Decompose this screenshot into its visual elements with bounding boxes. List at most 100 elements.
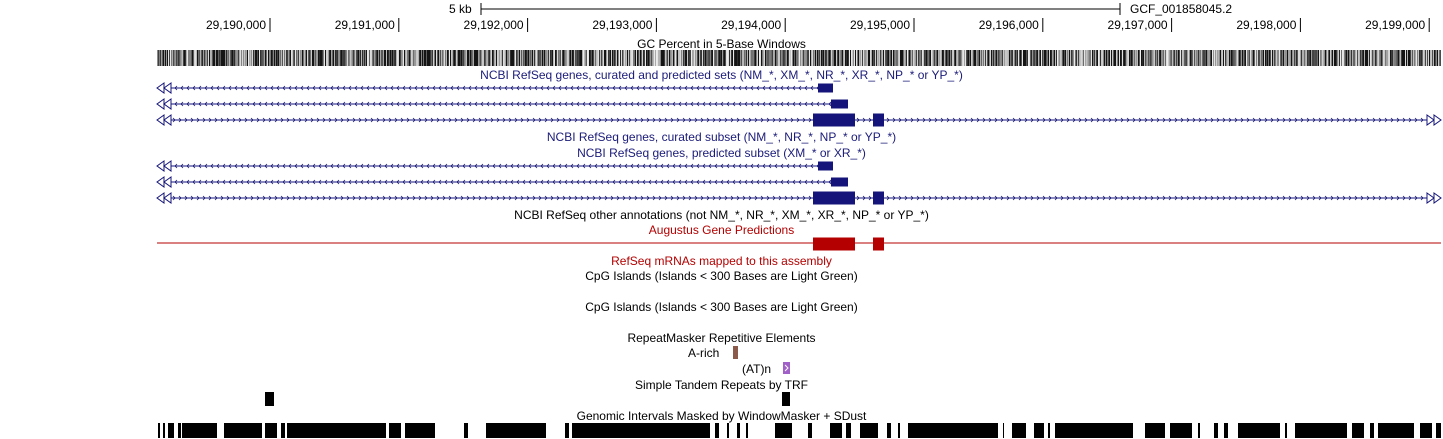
scale-label: 5 kb bbox=[449, 2, 472, 16]
gc-density-bar bbox=[1180, 50, 1181, 66]
track-title-repeatmasker[interactable]: RepeatMasker Repetitive Elements bbox=[627, 331, 816, 345]
track-title-augustus[interactable]: Augustus Gene Predictions bbox=[648, 223, 795, 237]
refseq-all-tx1-strand-chevron bbox=[534, 85, 538, 91]
gc-density-bar bbox=[924, 50, 925, 66]
refseq-all-tx1-strand-chevron bbox=[252, 85, 256, 91]
gc-density-bar bbox=[568, 50, 569, 66]
gc-density-bar bbox=[631, 50, 632, 66]
refseq-all-tx3-strand-chevron bbox=[520, 117, 524, 123]
gc-density-bar bbox=[266, 50, 267, 66]
refseq-pred-tx3-strand-chevron bbox=[226, 195, 230, 201]
refseq-pred-tx2-strand-chevron bbox=[546, 179, 550, 185]
gc-density-bar bbox=[1150, 50, 1151, 66]
windowmasker-block bbox=[908, 423, 998, 438]
gc-density-bar bbox=[1327, 50, 1328, 66]
refseq-pred-tx3-strand-chevron bbox=[898, 195, 902, 201]
gc-density-bar bbox=[1371, 50, 1372, 66]
gc-density-bar bbox=[505, 50, 506, 66]
refseq-pred-tx1-strand-chevron bbox=[654, 163, 658, 169]
windowmasker-block bbox=[1198, 423, 1200, 438]
gc-density-bar bbox=[1439, 50, 1440, 66]
refseq-all-tx3-strand-chevron bbox=[610, 117, 614, 123]
refseq-pred-tx1-strand-chevron bbox=[810, 163, 814, 169]
gc-density-bar bbox=[823, 50, 824, 66]
refseq-pred-tx3-strand-chevron bbox=[352, 195, 356, 201]
track-title-cpg-2[interactable]: CpG Islands (Islands < 300 Bases are Lig… bbox=[585, 300, 858, 314]
refseq-pred-tx1-strand-chevron bbox=[558, 163, 562, 169]
refseq-all-tx3-strand-chevron bbox=[1042, 117, 1046, 123]
gc-density-bar bbox=[438, 50, 439, 66]
gc-density-bar bbox=[324, 50, 325, 66]
track-title-gc-percent[interactable]: GC Percent in 5-Base Windows bbox=[637, 37, 806, 51]
rmsk-atn-block bbox=[783, 362, 790, 374]
refseq-all-tx2-strand-chevron bbox=[324, 101, 328, 107]
refseq-all-tx3-strand-chevron bbox=[1096, 117, 1100, 123]
gc-density-bar bbox=[1109, 50, 1110, 66]
gc-density-bar bbox=[738, 50, 739, 66]
gc-density-bar bbox=[1360, 50, 1361, 66]
gc-density-bar bbox=[543, 50, 544, 66]
refseq-all-tx1-strand-chevron bbox=[384, 85, 388, 91]
gc-density-bar bbox=[307, 50, 308, 66]
refseq-all-tx3-strand-chevron bbox=[760, 117, 764, 123]
track-title-refseq-curated[interactable]: NCBI RefSeq genes, curated subset (NM_*,… bbox=[546, 130, 897, 144]
gc-density-bar bbox=[581, 50, 582, 66]
gc-density-bar bbox=[859, 50, 860, 66]
refseq-pred-tx1-strand-chevron bbox=[690, 163, 694, 169]
refseq-all-tx2-strand-chevron bbox=[264, 101, 268, 107]
refseq-pred-tx1-strand-chevron bbox=[504, 163, 508, 169]
refseq-all-tx3-strand-chevron bbox=[436, 117, 440, 123]
refseq-all-tx2-strand-chevron bbox=[240, 101, 244, 107]
gc-density-bar bbox=[827, 50, 828, 66]
track-title-refseq-all[interactable]: NCBI RefSeq genes, curated and predicted… bbox=[480, 68, 963, 82]
refseq-all-tx3-strand-chevron bbox=[484, 117, 488, 123]
gc-density-bar bbox=[993, 50, 994, 66]
gc-density-bar bbox=[304, 50, 305, 66]
track-title-refseq-predicted[interactable]: NCBI RefSeq genes, predicted subset (XM_… bbox=[577, 146, 866, 160]
refseq-pred-tx1-strand-chevron bbox=[798, 163, 802, 169]
track-title-trf[interactable]: Simple Tandem Repeats by TRF bbox=[635, 378, 808, 392]
gc-density-bar bbox=[561, 50, 562, 66]
gc-density-bar bbox=[1289, 50, 1290, 66]
track-title-cpg-1[interactable]: CpG Islands (Islands < 300 Bases are Lig… bbox=[585, 269, 858, 283]
refseq-pred-tx3-strand-chevron bbox=[208, 195, 212, 201]
refseq-all-tx2-strand-chevron bbox=[546, 101, 550, 107]
track-title-refseq-mrna[interactable]: RefSeq mRNAs mapped to this assembly bbox=[611, 254, 832, 268]
gc-density-bar bbox=[1330, 50, 1331, 66]
gc-density-bar bbox=[498, 50, 499, 66]
gc-density-bar bbox=[1190, 50, 1191, 66]
refseq-pred-tx3-strand-chevron bbox=[334, 195, 338, 201]
gc-density-bar bbox=[925, 50, 926, 66]
refseq-all-tx3-strand-chevron bbox=[1294, 117, 1298, 123]
gc-density-bar bbox=[660, 50, 661, 66]
refseq-all-tx3-strand-chevron bbox=[778, 117, 782, 123]
gc-density-bar bbox=[1231, 50, 1232, 66]
gc-density-bar bbox=[189, 50, 190, 66]
refseq-pred-tx2-strand-chevron bbox=[588, 179, 592, 185]
gc-density-bar bbox=[638, 50, 639, 66]
gc-density-bar bbox=[166, 50, 167, 66]
gc-density-bar bbox=[365, 50, 366, 66]
gc-density-bar bbox=[887, 50, 888, 66]
refseq-all-tx1-strand-chevron bbox=[330, 85, 334, 91]
windowmasker-block bbox=[1055, 423, 1133, 438]
track-title-refseq-other[interactable]: NCBI RefSeq other annotations (not NM_*,… bbox=[514, 208, 929, 222]
refseq-all-tx3-strand-chevron bbox=[1372, 117, 1376, 123]
refseq-pred-tx3-strand-chevron bbox=[946, 195, 950, 201]
refseq-pred-tx3-strand-chevron bbox=[778, 195, 782, 201]
gc-density-bar bbox=[578, 50, 579, 66]
windowmasker-block bbox=[1048, 423, 1050, 438]
gc-density-bar bbox=[828, 50, 829, 66]
gc-density-bar bbox=[346, 50, 347, 66]
gc-density-bar bbox=[796, 50, 797, 66]
refseq-all-tx1-strand-chevron bbox=[654, 85, 658, 91]
track-title-windowmasker[interactable]: Genomic Intervals Masked by WindowMasker… bbox=[576, 409, 867, 423]
refseq-pred-tx3-strand-chevron bbox=[856, 195, 860, 201]
gc-density-bar bbox=[1178, 50, 1179, 66]
gc-density-bar bbox=[1085, 50, 1086, 66]
gc-density-bar bbox=[897, 50, 898, 66]
gc-density-bar bbox=[1132, 50, 1133, 66]
gc-density-bar bbox=[679, 50, 680, 66]
gc-density-bar bbox=[621, 50, 622, 66]
